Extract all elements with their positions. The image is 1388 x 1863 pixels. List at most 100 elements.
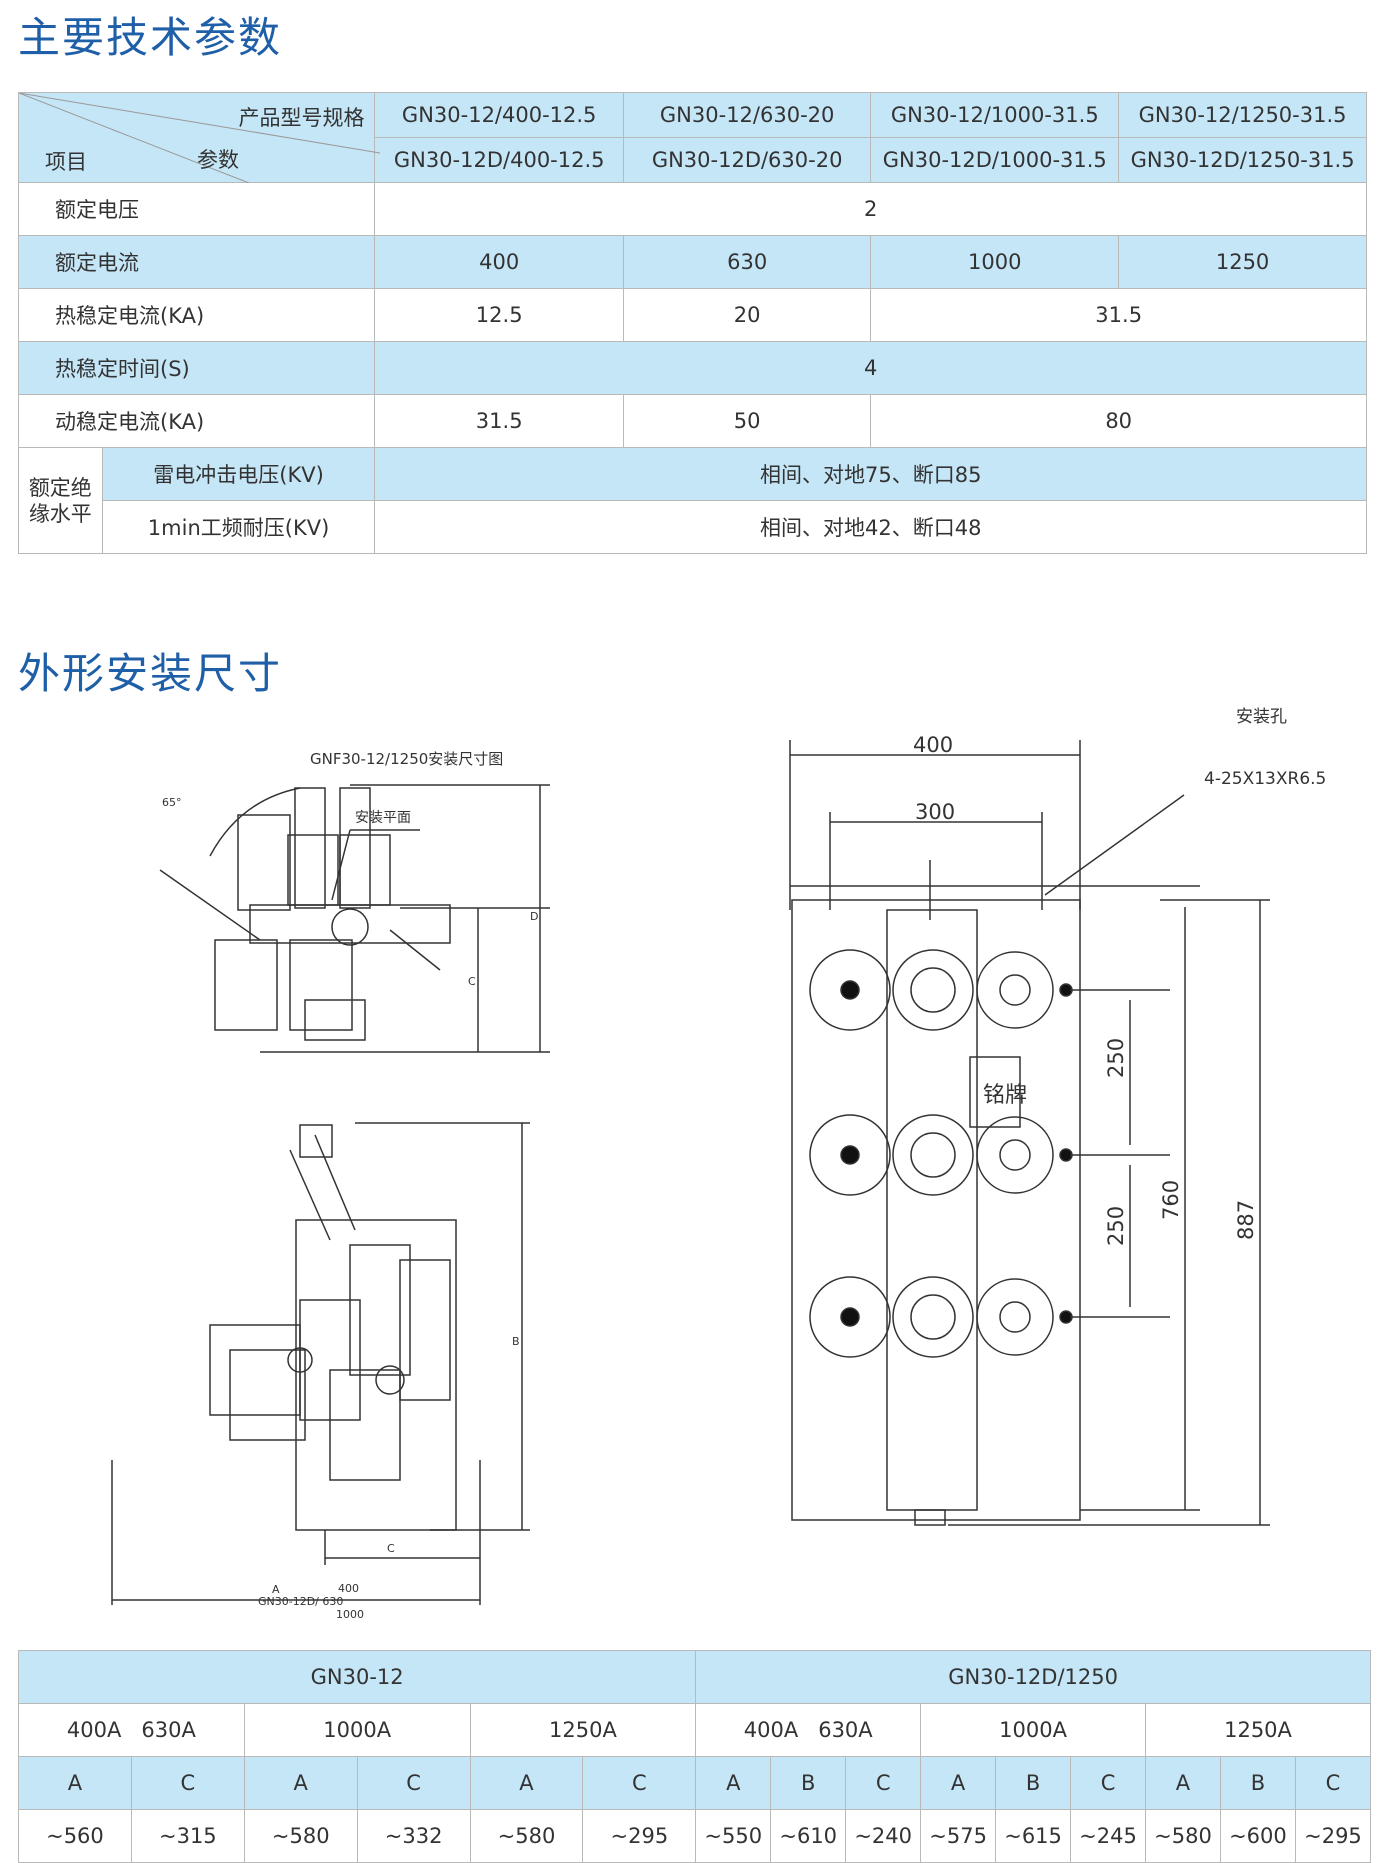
value-cell: 80 (870, 394, 1367, 448)
insulation-group-label: 额定绝缘水平 (18, 447, 103, 554)
model-cell: GN30-12/1250-31.5 (1118, 92, 1367, 138)
value-row: ~560 ~315 ~580 ~332 ~580 ~295 ~550 ~610 … (18, 1809, 1372, 1863)
dim-value: ~610 (770, 1809, 847, 1863)
dim-760-label: 760 (1159, 1180, 1183, 1220)
col-letter: C (582, 1756, 697, 1810)
dim-d-label: D (530, 910, 538, 923)
dim-value: ~575 (920, 1809, 997, 1863)
col-letter: A (18, 1756, 132, 1810)
mount-plane-label: 安装平面 (355, 810, 411, 826)
col-letter: A (469, 1756, 584, 1810)
front-view-drawing: 安装孔 4-25X13XR6.5 400 300 (789, 707, 1326, 1526)
dim-300-label: 300 (915, 800, 955, 824)
model-cell: GN30-12D/400-12.5 (374, 137, 624, 183)
col-letter: C (845, 1756, 922, 1810)
value-cell: 31.5 (870, 288, 1367, 342)
dim-value: ~245 (1070, 1809, 1146, 1863)
note-1000-text: 1000 (336, 1608, 364, 1621)
section-title-tech-params: 主要技术参数 (18, 13, 283, 62)
row-label: 雷电冲击电压(KV) (101, 447, 376, 501)
sub-header: 1250A (469, 1703, 697, 1757)
value-cell: 1000 (870, 235, 1120, 289)
col-letter: B (1219, 1756, 1296, 1810)
dim-400-label: 400 (913, 733, 953, 757)
col-letter: C (130, 1756, 245, 1810)
col-letter: B (770, 1756, 847, 1810)
value-cell: 2 (374, 182, 1367, 236)
spec-label: 产品型号规格 (238, 106, 365, 130)
drawing-title: GNF30-12/1250安装尺寸图 (310, 750, 503, 768)
row-label: 热稳定电流(KA) (17, 288, 376, 342)
dim-value: ~295 (1294, 1809, 1372, 1863)
dim-250a-label: 250 (1104, 1038, 1128, 1078)
model-cell: GN30-12D/1000-31.5 (870, 137, 1120, 183)
sub-header: 1000A (243, 1703, 471, 1757)
row-label: 1min工频耐压(KV) (101, 500, 376, 554)
hole-spec: 4-25X13XR6.5 (1204, 769, 1326, 789)
sub-header: 400A 630A (18, 1703, 245, 1757)
dim-value: ~600 (1219, 1809, 1296, 1863)
sub-header: 400A 630A (695, 1703, 922, 1757)
sub-header: 1000A (920, 1703, 1146, 1757)
col-letter: C (1294, 1756, 1372, 1810)
dim-value: ~332 (356, 1809, 471, 1863)
dim-value: ~550 (695, 1809, 772, 1863)
col-letter: A (1145, 1756, 1221, 1810)
model-cell: GN30-12/1000-31.5 (870, 92, 1120, 138)
group-header: GN30-12D/1250 (695, 1650, 1371, 1704)
dim-b-label: B (512, 1335, 520, 1348)
row-label: 热稳定时间(S) (17, 341, 376, 395)
item-label: 项目 (45, 150, 87, 174)
install-dims-table: GN30-12 GN30-12D/1250 400A 630A 1000A 12… (17, 1650, 1372, 1863)
dim-887-label: 887 (1234, 1200, 1258, 1240)
side-view-drawing: GNF30-12/1250安装尺寸图 65° 安装平面 D C (111, 750, 550, 1605)
dim-value: ~615 (995, 1809, 1072, 1863)
note-400-text: 400 (338, 1582, 359, 1595)
col-letter: A (695, 1756, 772, 1810)
tech-params-table: 产品型号规格 项目 参数 GN30-12/400-12.5 GN30-12/63… (17, 92, 1367, 554)
dims-note: 400 GN30-12D/ 630 1000 (258, 1582, 364, 1621)
dim-value: ~580 (469, 1809, 584, 1863)
note-model-text: GN30-12D/ 630 (258, 1595, 344, 1608)
value-cell: 12.5 (374, 288, 624, 342)
col-letter-row: A C A C A C A B C A B C A B C (18, 1756, 1372, 1810)
sub-header: 1250A (1145, 1703, 1371, 1757)
group-header: GN30-12 (17, 1650, 697, 1704)
value-cell: 50 (622, 394, 872, 448)
value-cell: 4 (374, 341, 1367, 395)
dim-value: ~295 (582, 1809, 697, 1863)
col-letter: C (1070, 1756, 1146, 1810)
value-cell: 1250 (1118, 235, 1367, 289)
angle-label: 65° (162, 796, 182, 809)
value-cell: 20 (622, 288, 872, 342)
dim-250b-label: 250 (1104, 1206, 1128, 1246)
row-label: 动稳定电流(KA) (17, 394, 376, 448)
value-cell: 相间、对地75、断口85 (374, 447, 1367, 501)
param-label: 参数 (197, 148, 239, 172)
value-cell: 31.5 (374, 394, 624, 448)
dim-value: ~580 (243, 1809, 358, 1863)
dim-c2-label: C (387, 1542, 395, 1555)
dim-a-label: A (272, 1583, 280, 1596)
model-cell: GN30-12/630-20 (622, 92, 872, 138)
dim-c-label: C (468, 975, 476, 988)
value-cell: 630 (622, 235, 872, 289)
value-cell: 400 (374, 235, 624, 289)
dim-value: ~240 (845, 1809, 922, 1863)
row-label: 额定电压 (17, 182, 376, 236)
model-cell: GN30-12/400-12.5 (374, 92, 624, 138)
model-cell: GN30-12D/1250-31.5 (1118, 137, 1367, 183)
col-letter: A (243, 1756, 358, 1810)
section-title-install-dims: 外形安装尺寸 (18, 649, 283, 698)
model-cell: GN30-12D/630-20 (622, 137, 872, 183)
hole-label: 安装孔 (1236, 707, 1287, 727)
value-cell: 相间、对地42、断口48 (374, 500, 1367, 554)
dim-value: ~560 (18, 1809, 132, 1863)
col-letter: B (995, 1756, 1072, 1810)
row-label: 额定电流 (17, 235, 376, 289)
diagonal-header-cell: 产品型号规格 项目 参数 (17, 92, 380, 183)
dim-value: ~315 (130, 1809, 245, 1863)
col-letter: A (920, 1756, 997, 1810)
diagonal-lines (19, 93, 380, 183)
col-letter: C (356, 1756, 471, 1810)
